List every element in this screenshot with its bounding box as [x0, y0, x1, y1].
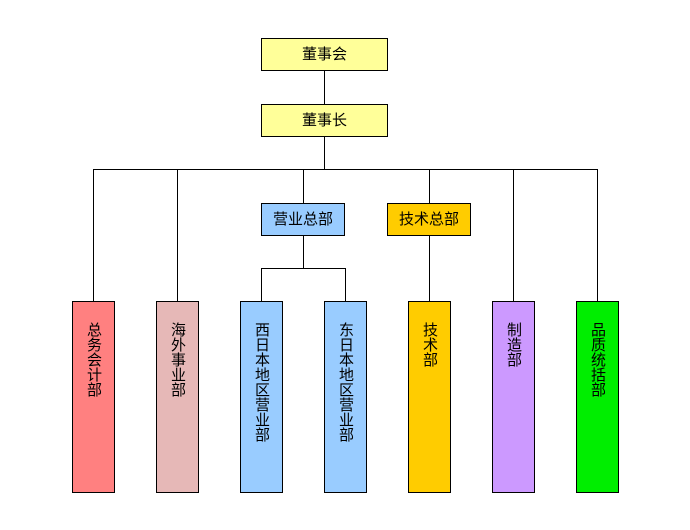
- dept-manufacturing: 制造部: [492, 301, 535, 493]
- dept-accounting: 总务会计部: [72, 301, 115, 493]
- dept-technology-label: 技术部: [421, 322, 439, 367]
- connector-sales-east: [345, 268, 346, 301]
- dept-manufacturing-label: 制造部: [505, 322, 523, 367]
- connector-tech-hq-down: [429, 235, 430, 301]
- dept-west-japan-label: 西日本地区营业部: [253, 322, 271, 442]
- connector-chairman-bus: [324, 136, 325, 170]
- dept-west-japan: 西日本地区营业部: [240, 301, 283, 493]
- dept-technology: 技术部: [408, 301, 451, 493]
- connector-sales-bus: [261, 268, 346, 269]
- connector-bus-accounting: [93, 169, 94, 301]
- connector-bus-overseas: [177, 169, 178, 301]
- connector-main-bus: [93, 169, 598, 170]
- connector-bus-tech-hq: [429, 169, 430, 203]
- chairman-box: 董事长: [261, 104, 388, 137]
- dept-east-japan: 东日本地区营业部: [324, 301, 367, 493]
- connector-bus-quality: [597, 169, 598, 301]
- dept-quality: 品质统括部: [576, 301, 619, 493]
- connector-sales-west: [261, 268, 262, 301]
- tech-hq-box: 技术总部: [387, 203, 471, 236]
- dept-overseas-label: 海外事业部: [169, 322, 187, 397]
- sales-hq-box: 营业总部: [261, 203, 345, 236]
- dept-quality-label: 品质统括部: [589, 322, 607, 397]
- dept-accounting-label: 总务会计部: [85, 322, 103, 397]
- board-box: 董事会: [261, 38, 388, 71]
- connector-sales-hq-down: [303, 235, 304, 268]
- connector-bus-manufacturing: [513, 169, 514, 301]
- connector-bus-sales-hq: [303, 169, 304, 203]
- connector-board-chairman: [324, 71, 325, 104]
- dept-overseas: 海外事业部: [156, 301, 199, 493]
- dept-east-japan-label: 东日本地区营业部: [337, 322, 355, 442]
